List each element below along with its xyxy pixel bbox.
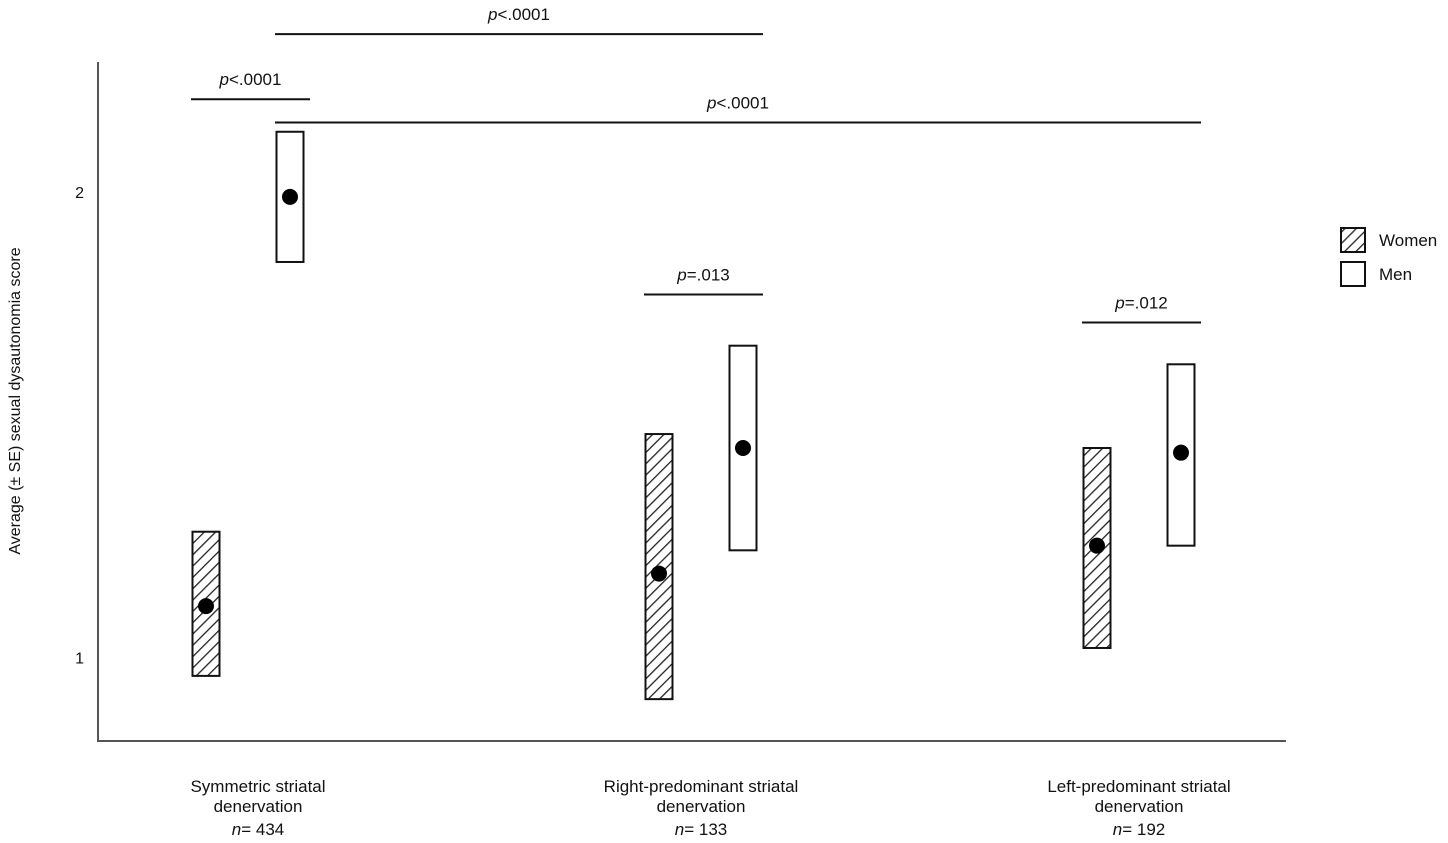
- y-tick-label: 1: [75, 650, 84, 667]
- p-value-label: p<.0001: [219, 70, 282, 89]
- category-label: Right-predominant striatal: [604, 777, 799, 796]
- series-men: [275, 130, 1196, 552]
- category-n-label: n= 133: [675, 820, 727, 839]
- legend-label: Men: [1379, 265, 1412, 284]
- p-value-label: p=.013: [676, 266, 729, 285]
- category-n-label: n= 434: [232, 820, 284, 839]
- y-ticks: 12: [75, 185, 84, 667]
- mean-point: [282, 188, 298, 205]
- category-n-label: n= 192: [1113, 820, 1165, 839]
- mean-point: [651, 565, 667, 582]
- mean-point: [1089, 537, 1105, 554]
- p-value-label: p<.0001: [706, 93, 769, 112]
- category-label: Left-predominant striatal: [1047, 777, 1230, 796]
- mean-point: [735, 440, 751, 457]
- p-value-label: p=.012: [1114, 293, 1167, 312]
- legend-swatch-women: [1340, 227, 1366, 253]
- legend-swatch-men: [1340, 261, 1366, 287]
- y-tick-label: 2: [75, 185, 84, 202]
- significance-annotations: p<.0001 p<.0001 p<.0001 p=.013 p=.012: [191, 5, 1201, 324]
- p-value-label: p<.0001: [487, 5, 550, 24]
- mean-point: [198, 598, 214, 615]
- series-women: [191, 433, 1112, 701]
- category-label: denervation: [1095, 797, 1184, 816]
- legend-label: Women: [1379, 231, 1437, 250]
- category-label: Symmetric striatal: [190, 777, 325, 796]
- mean-point: [1173, 444, 1189, 461]
- category-label: denervation: [657, 797, 746, 816]
- category-label: denervation: [214, 797, 303, 816]
- series-group: [191, 130, 1196, 701]
- y-axis-label: Average (± SE) sexual dysautonomia score: [7, 247, 24, 554]
